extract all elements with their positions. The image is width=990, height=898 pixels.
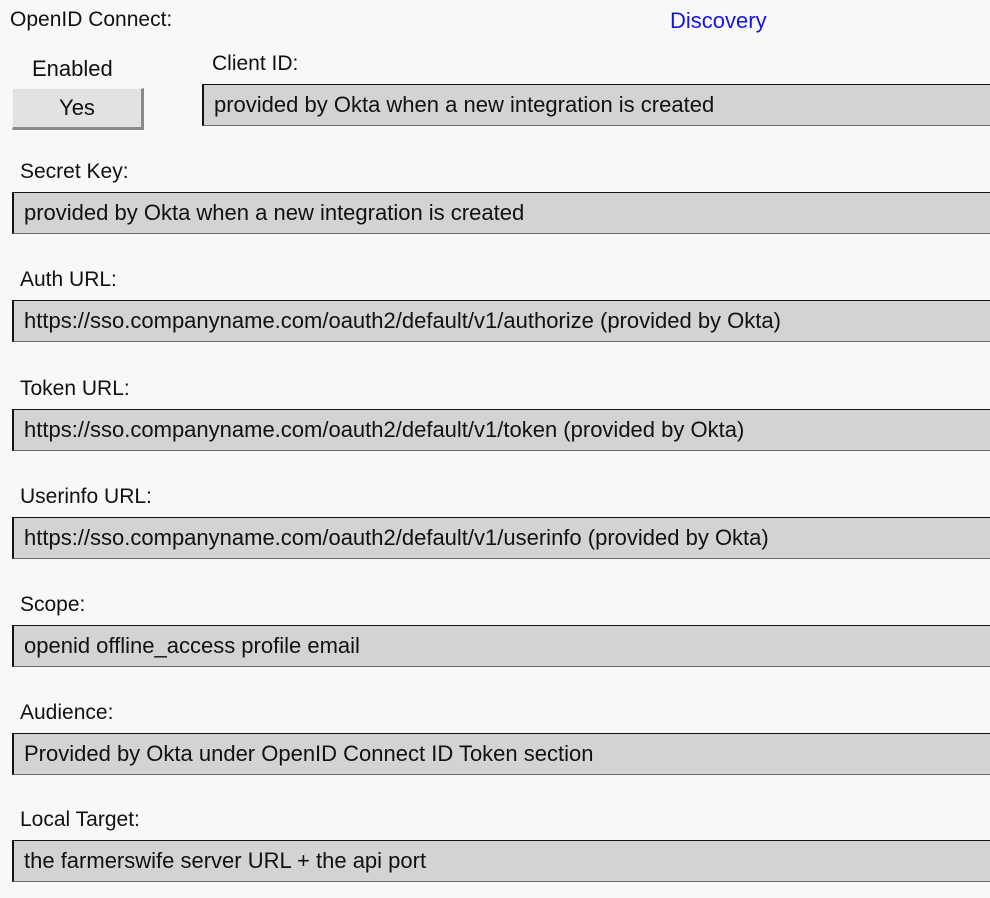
- token-url-label: Token URL:: [20, 377, 130, 400]
- client-id-field[interactable]: provided by Okta when a new integration …: [202, 84, 990, 126]
- auth-url-label: Auth URL:: [20, 268, 117, 291]
- secret-key-label: Secret Key:: [20, 160, 129, 183]
- userinfo-url-label: Userinfo URL:: [20, 485, 152, 508]
- audience-label: Audience:: [20, 701, 114, 724]
- enabled-toggle-button[interactable]: Yes: [12, 88, 144, 130]
- openid-connect-section-title: OpenID Connect:: [10, 8, 173, 31]
- audience-field[interactable]: Provided by Okta under OpenID Connect ID…: [12, 733, 990, 775]
- secret-key-field[interactable]: provided by Okta when a new integration …: [12, 192, 990, 234]
- token-url-field[interactable]: https://sso.companyname.com/oauth2/defau…: [12, 409, 990, 451]
- local-target-field[interactable]: the farmerswife server URL + the api por…: [12, 840, 990, 882]
- scope-field[interactable]: openid offline_access profile email: [12, 625, 990, 667]
- auth-url-field[interactable]: https://sso.companyname.com/oauth2/defau…: [12, 300, 990, 342]
- enabled-label: Enabled: [32, 56, 113, 81]
- userinfo-url-field[interactable]: https://sso.companyname.com/oauth2/defau…: [12, 517, 990, 559]
- scope-label: Scope:: [20, 593, 86, 616]
- local-target-label: Local Target:: [20, 808, 140, 831]
- discovery-link[interactable]: Discovery: [670, 8, 767, 33]
- client-id-label: Client ID:: [212, 52, 299, 75]
